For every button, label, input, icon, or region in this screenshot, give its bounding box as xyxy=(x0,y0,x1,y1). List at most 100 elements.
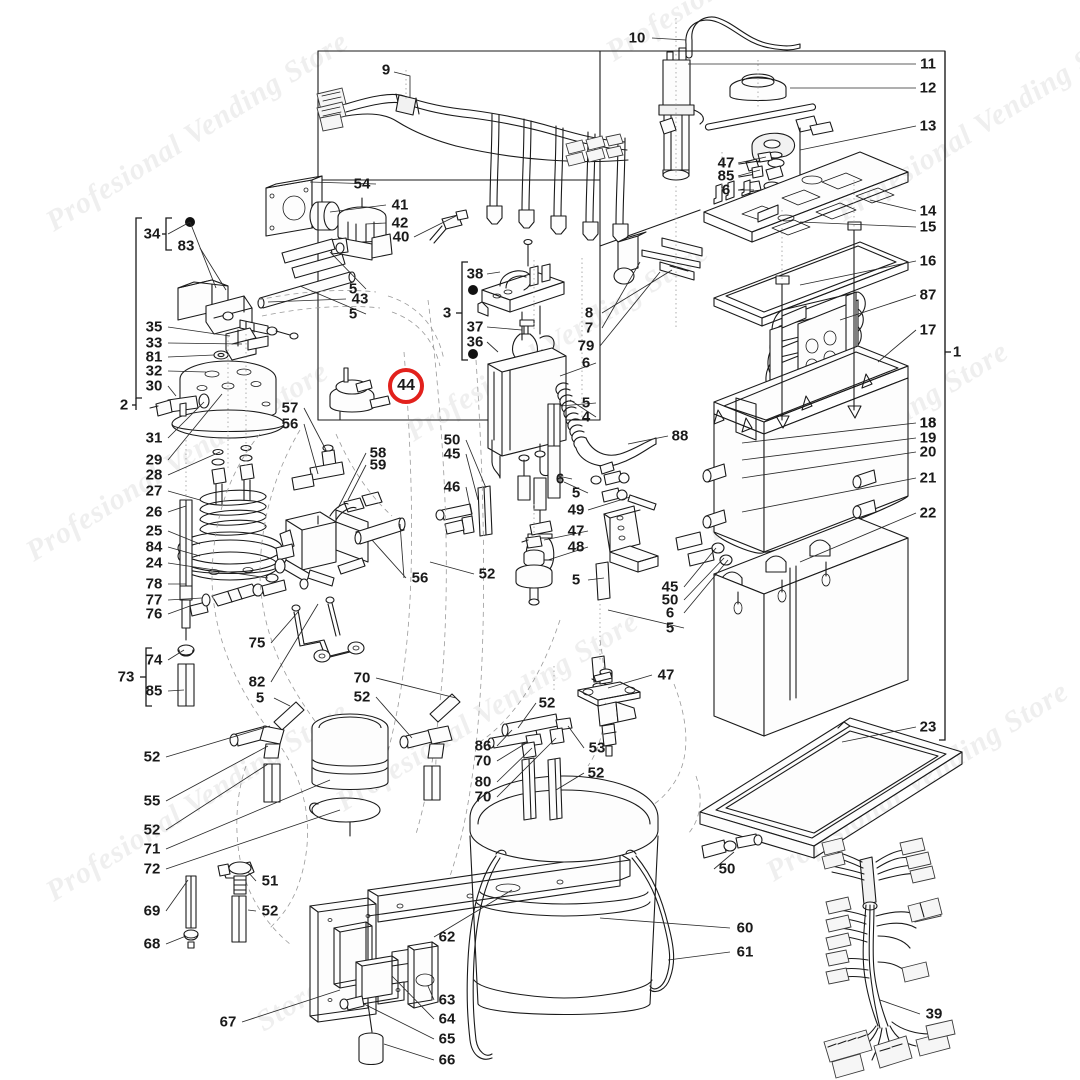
part-harness-39 xyxy=(821,837,956,1079)
callout-74: 74 xyxy=(145,651,163,669)
callout-55: 55 xyxy=(143,792,161,810)
connector-cluster xyxy=(565,133,624,167)
bracket-1 xyxy=(939,51,946,741)
callout-52: 52 xyxy=(143,821,161,839)
callout-9: 9 xyxy=(381,61,391,79)
callout-75: 75 xyxy=(248,634,266,652)
callout-26: 26 xyxy=(145,503,163,521)
callout-20: 20 xyxy=(919,443,937,461)
callout-65: 65 xyxy=(438,1030,456,1048)
callout-5: 5 xyxy=(255,689,265,707)
callout-5: 5 xyxy=(571,484,581,502)
callout-50: 50 xyxy=(718,860,736,878)
part-51 xyxy=(217,861,255,895)
alignment-lines xyxy=(185,18,855,690)
callout-78: 78 xyxy=(145,575,163,593)
part-coil-hose-88 xyxy=(547,382,657,499)
part-bucket-60 xyxy=(466,757,675,1060)
callout-84: 84 xyxy=(145,538,163,556)
callout-60: 60 xyxy=(736,919,754,937)
part-funnel-71 xyxy=(309,713,389,837)
callout-10: 10 xyxy=(628,29,646,47)
callout-47: 47 xyxy=(717,154,735,172)
part-motor-41 xyxy=(309,201,341,231)
callout-82: 82 xyxy=(248,673,266,691)
part-8-7-79 xyxy=(613,231,703,285)
part-top-plate-14 xyxy=(703,151,909,243)
callout-38: 38 xyxy=(466,265,484,283)
callout-52: 52 xyxy=(478,565,496,583)
callout-68: 68 xyxy=(143,935,161,953)
callout-47: 47 xyxy=(657,666,675,684)
callout-5: 5 xyxy=(581,394,591,412)
callout-6: 6 xyxy=(721,181,731,199)
part-boiler-tank-17 xyxy=(702,221,909,554)
callout-85: 85 xyxy=(145,682,163,700)
callout-21: 21 xyxy=(919,469,937,487)
callout-45: 45 xyxy=(661,578,679,596)
callout-71: 71 xyxy=(143,840,161,858)
part-fittings-right-col xyxy=(435,485,733,567)
callout-53: 53 xyxy=(588,739,606,757)
callout-39: 39 xyxy=(925,1005,943,1023)
part-64 xyxy=(355,955,399,1005)
callout-24: 24 xyxy=(145,554,163,572)
callout-67: 67 xyxy=(219,1013,237,1031)
callout-73: 73 xyxy=(117,668,135,686)
callout-27: 27 xyxy=(145,482,163,500)
part-filter-48 xyxy=(515,535,553,606)
callout-11: 11 xyxy=(920,55,936,73)
callout-5: 5 xyxy=(348,280,358,298)
callout-highlighted-44: 44 xyxy=(388,368,424,404)
part-5-tube xyxy=(595,561,611,601)
callout-34: 34 xyxy=(143,225,161,243)
part-hose-10 xyxy=(685,16,801,59)
callout-5: 5 xyxy=(348,305,358,323)
callout-41: 41 xyxy=(391,196,409,214)
part-valve-13 xyxy=(659,103,834,191)
part-fittings-49 xyxy=(590,461,657,511)
callout-51: 51 xyxy=(261,872,279,890)
callout-32: 32 xyxy=(145,362,163,380)
parts-tubes-5-43 xyxy=(257,238,356,309)
callout-16: 16 xyxy=(919,252,937,270)
callout-72: 72 xyxy=(143,860,161,878)
callout-18: 18 xyxy=(919,414,937,432)
callout-52: 52 xyxy=(261,902,279,920)
callout-56: 56 xyxy=(281,415,299,433)
callout-15: 15 xyxy=(919,218,937,236)
callout-43: 43 xyxy=(351,290,369,308)
callout-81: 81 xyxy=(145,348,163,366)
callout-5: 5 xyxy=(571,571,581,589)
callout-6: 6 xyxy=(665,604,675,622)
part-y-fitting-right xyxy=(399,693,461,801)
callout-22: 22 xyxy=(919,504,937,522)
callout-52: 52 xyxy=(538,694,556,712)
part-boilerbody-37 xyxy=(468,319,567,585)
part-pump-11 xyxy=(658,47,704,181)
part-housing-22 xyxy=(713,517,909,737)
callout-23: 23 xyxy=(919,718,937,736)
bracket-2 xyxy=(135,217,142,399)
part-47-clip xyxy=(591,671,613,683)
part-68 xyxy=(183,929,199,949)
callout-13: 13 xyxy=(919,117,937,135)
part-tube-26 xyxy=(177,499,209,707)
part-connector-40 xyxy=(429,209,469,244)
bracket-3 xyxy=(461,261,468,361)
part-gearmotor-42 xyxy=(329,197,393,261)
callout-19: 19 xyxy=(919,429,937,447)
callout-66: 66 xyxy=(438,1051,456,1069)
callout-4: 4 xyxy=(581,408,591,426)
callout-25: 25 xyxy=(145,522,163,540)
part-44-pressure-switch xyxy=(329,367,391,421)
callout-70: 70 xyxy=(353,669,371,687)
callout-57: 57 xyxy=(281,399,299,417)
callout-52: 52 xyxy=(143,748,161,766)
callout-52: 52 xyxy=(353,688,371,706)
callout-69: 69 xyxy=(143,902,161,920)
callout-83: 83 xyxy=(177,237,195,255)
callout-61: 61 xyxy=(736,943,754,961)
callout-14: 14 xyxy=(919,202,937,220)
callout-87: 87 xyxy=(919,286,937,304)
